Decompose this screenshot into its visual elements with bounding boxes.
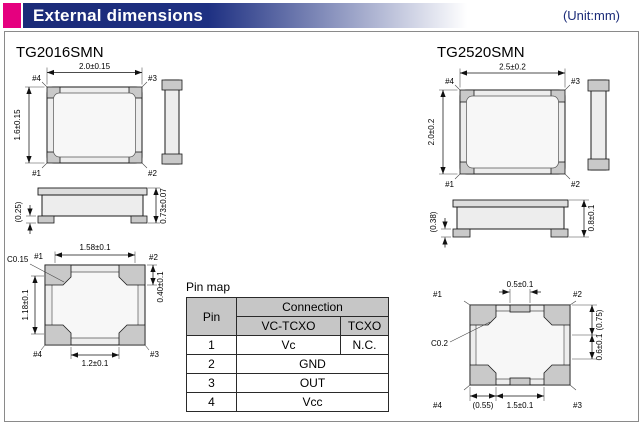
tg2520-bottom-pin2-label: #2: [573, 290, 582, 299]
tg2520-ref-offset-dim: (0.55): [473, 401, 494, 410]
tg2016-side-view-small: [161, 79, 183, 165]
tg2016-drawings: 2.0±0.15 1.6±0.15 #4 #3 #1 #2 (0.25) 0.7…: [7, 62, 183, 368]
pin-row-3: 3 OUT: [186, 373, 389, 393]
tg2016-chamfer-label: C0.15: [7, 255, 29, 264]
pin-map-header-row-1: Pin Connection: [186, 297, 389, 336]
pin-row-4: 4 Vcc: [186, 392, 389, 412]
tg2520-side-view-small: [587, 79, 610, 171]
tg2520-topview-pin4-label: #4: [445, 77, 454, 86]
pin-1-tcxo: N.C.: [340, 335, 389, 355]
tg2016-topview-pin4-label: #4: [32, 74, 41, 83]
tg2520-ref-height-dim: (0.75): [595, 309, 604, 330]
tg2016-bottom-pin1-label: #1: [34, 252, 43, 261]
vc-tcxo-header: VC-TCXO: [236, 316, 341, 336]
tg2016-bottom-view: [29, 251, 157, 359]
pin-map-label: Pin map: [186, 280, 231, 294]
tg2016-topview-pin1-label: #1: [32, 169, 41, 178]
tg2520-bottom-pin4-label: #4: [433, 401, 442, 410]
tg2520-drawings: 2.5±0.2 2.0±0.2 #4 #3 #1 #2 (0.38) 0.8±0…: [427, 63, 610, 410]
tg2520-topview-width-dim: 2.5±0.2: [499, 63, 526, 72]
tg2016-bottom-pin4-label: #4: [33, 350, 42, 359]
tg2016-topview-width-dim: 2.0±0.15: [79, 62, 111, 71]
pin-map-header-row-2: VC-TCXO TCXO: [187, 316, 389, 336]
pin-2-number: 2: [186, 354, 237, 374]
pin-map-table: Pin Connection VC-TCXO TCXO 1 Vc N.C. 2 …: [186, 297, 389, 412]
unit-label: (Unit:mm): [562, 8, 620, 23]
tg2520-chamfer-label: C0.2: [431, 339, 448, 348]
pin-1-number: 1: [186, 335, 237, 355]
tg2520-topview-pin3-label: #3: [571, 77, 580, 86]
tg2520-bottom-hpitch-dim: 1.5±0.1: [507, 401, 534, 410]
tg2016-top-view: [25, 67, 148, 169]
tg2520-topview-height-dim: 2.0±0.2: [427, 118, 436, 145]
tg2520-topview-pin1-label: #1: [445, 180, 454, 189]
tg2016-topview-pin2-label: #2: [148, 169, 157, 178]
tcxo-header: TCXO: [340, 316, 389, 336]
tg2016-height-dim: 0.73±0.07: [159, 188, 168, 224]
tg2016-bottom-pin3-label: #3: [150, 350, 159, 359]
accent-square: [3, 3, 21, 28]
pin-3-number: 3: [186, 373, 237, 393]
pin-4-connection: Vcc: [236, 392, 389, 412]
tg2520-title: TG2520SMN: [437, 44, 525, 61]
tg2520-bottom-pin3-label: #3: [573, 401, 582, 410]
pin-row-2: 2 GND: [186, 354, 389, 374]
tg2016-title: TG2016SMN: [16, 44, 104, 61]
tg2016-bottom-span-dim: 1.58±0.1: [79, 243, 111, 252]
tg2016-topview-pin3-label: #3: [148, 74, 157, 83]
tg2520-top-view: [439, 68, 571, 180]
pin-map-section: Pin map Pin Connection VC-TCXO TCXO 1 Vc…: [186, 280, 389, 412]
tg2016-topview-height-dim: 1.6±0.15: [13, 109, 22, 141]
pin-3-connection: OUT: [236, 373, 389, 393]
pin-row-1: 1 Vc N.C.: [186, 335, 389, 355]
pin-4-number: 4: [186, 392, 237, 412]
tg2520-side-elevation: [441, 199, 589, 248]
connection-header: Connection: [236, 297, 389, 317]
tg2520-topview-pin2-label: #2: [571, 180, 580, 189]
page-title: External dimensions: [33, 5, 204, 25]
tg2016-bottom-padheight-dim: 0.40±0.1: [156, 271, 165, 303]
pin-column-header: Pin: [186, 297, 237, 336]
tg2016-bottom-vpitch-dim: 1.18±0.1: [21, 289, 30, 321]
tg2520-bottom-view: [449, 289, 597, 401]
tg2520-standoff-dim: (0.38): [429, 211, 438, 232]
title-band: External dimensions (Unit:mm): [23, 3, 640, 28]
pin-1-vc-tcxo: Vc: [236, 335, 341, 355]
tg2520-height-dim: 0.8±0.1: [587, 204, 596, 231]
tg2016-side-elevation: [26, 187, 160, 234]
tg2520-tab-width-dim: 0.5±0.1: [507, 280, 534, 289]
pin-2-connection: GND: [236, 354, 389, 374]
tg2016-bottom-pin2-label: #2: [149, 253, 158, 262]
tg2016-standoff-dim: (0.25): [14, 201, 23, 222]
tg2520-bottom-pin1-label: #1: [433, 290, 442, 299]
tg2016-bottom-hpitch-dim: 1.2±0.1: [82, 359, 109, 368]
tg2520-pad-height-dim: 0.6±0.1: [595, 333, 604, 360]
